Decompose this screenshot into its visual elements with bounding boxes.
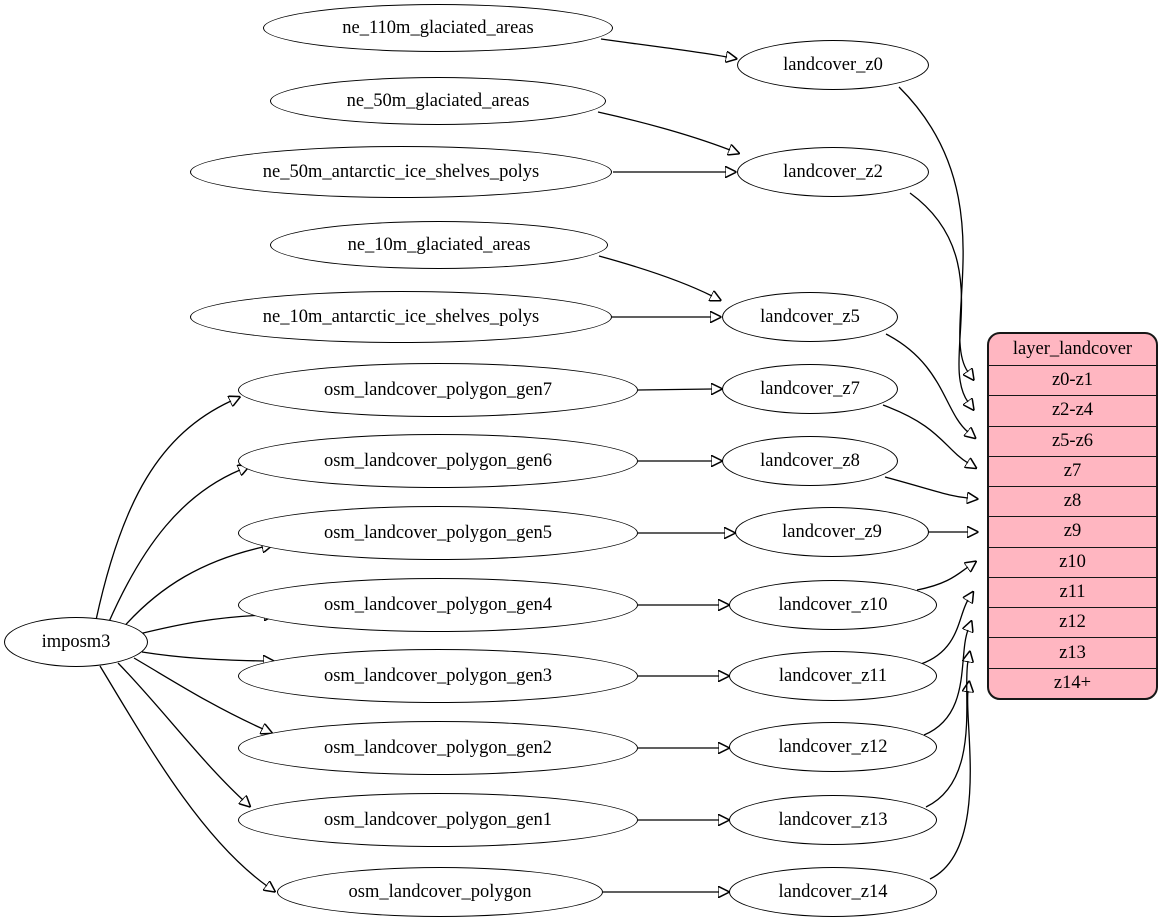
edge-imposm3-to-polygon (99, 665, 267, 886)
node-landcover-z5: landcover_z5 (722, 292, 898, 342)
table-row-z14plus: z14+ (1053, 672, 1092, 693)
node-landcover-z0: landcover_z0 (737, 40, 929, 90)
node-landcover-z10: landcover_z10 (729, 580, 937, 630)
node-landcover-z13: landcover_z13 (729, 795, 937, 845)
node-ne-50m-antarctic-ice-shelves-polys: ne_50m_antarctic_ice_shelves_polys (190, 146, 612, 198)
edge-imposm3-to-gen5 (120, 547, 263, 631)
edge-gen7-to-z7 (637, 389, 712, 390)
table-row-z11: z11 (989, 578, 1156, 609)
node-osm-landcover-polygon: osm_landcover_polygon (277, 867, 603, 917)
edge-ne110m-to-z0 (600, 38, 727, 57)
edge-imposm3-to-gen6 (107, 470, 240, 625)
table-row-z0-z1: z0-z1 (989, 366, 1156, 397)
edge-z0-to-row (898, 86, 968, 372)
table-row-z2-z4: z2-z4 (989, 396, 1156, 427)
node-ne-10m-glaciated-areas: ne_10m_glaciated_areas (270, 221, 608, 269)
edge-z11-to-row (920, 600, 968, 665)
node-landcover-z14: landcover_z14 (729, 867, 937, 917)
edge-z10-to-row (916, 567, 968, 591)
layer-landcover-table: layer_landcover z0-z1 z2-z4 z5-z6 z7 z8 … (987, 332, 1158, 700)
table-row-z10: z10 (989, 548, 1156, 578)
node-landcover-z7: landcover_z7 (722, 364, 898, 414)
node-landcover-z11: landcover_z11 (729, 651, 937, 701)
edge-z7-to-row (882, 404, 968, 463)
table-row-z7: z7 (989, 457, 1156, 488)
node-ne-10m-antarctic-ice-shelves-polys: ne_10m_antarctic_ice_shelves_polys (190, 291, 612, 343)
table-row-z13: z13 (989, 638, 1156, 669)
node-landcover-z9: landcover_z9 (735, 507, 929, 557)
edge-imposm3-to-gen1 (117, 662, 243, 800)
edge-z14-to-row (929, 691, 970, 880)
node-imposm3: imposm3 (4, 617, 148, 667)
node-osm-landcover-polygon-gen1: osm_landcover_polygon_gen1 (238, 793, 638, 847)
node-ne-110m-glaciated-areas: ne_110m_glaciated_areas (263, 4, 613, 52)
node-osm-landcover-polygon-gen7: osm_landcover_polygon_gen7 (238, 363, 638, 417)
edge-z13-to-row (925, 661, 968, 808)
edge-z12-to-row (923, 630, 968, 736)
edge-z2-to-row (909, 192, 968, 402)
node-osm-landcover-polygon-gen6: osm_landcover_polygon_gen6 (238, 434, 638, 488)
edge-ne50m-glaciated-to-z2 (597, 111, 730, 150)
table-row-z9: z9 (989, 517, 1156, 548)
node-osm-landcover-polygon-gen3: osm_landcover_polygon_gen3 (238, 649, 638, 703)
edge-imposm3-to-gen3 (141, 651, 264, 661)
edge-ne10m-glaciated-to-z5 (598, 255, 712, 296)
node-osm-landcover-polygon-gen5: osm_landcover_polygon_gen5 (238, 506, 638, 560)
node-osm-landcover-polygon-gen2: osm_landcover_polygon_gen2 (238, 721, 638, 775)
table-row-z5-z6: z5-z6 (989, 427, 1156, 457)
edge-imposm3-to-gen2 (133, 657, 263, 729)
node-osm-landcover-polygon-gen4: osm_landcover_polygon_gen4 (238, 578, 638, 632)
node-landcover-z2: landcover_z2 (737, 147, 929, 197)
table-title: layer_landcover (989, 334, 1156, 366)
node-landcover-z12: landcover_z12 (729, 722, 937, 772)
table-row-z12: z12 (989, 608, 1156, 639)
edge-imposm3-to-gen4 (138, 615, 265, 635)
edge-imposm3-to-gen7 (95, 401, 231, 621)
table-row-z8: z8 (989, 487, 1156, 518)
edge-z8-to-row (884, 476, 968, 498)
node-ne-50m-glaciated-areas: ne_50m_glaciated_areas (270, 77, 606, 125)
node-landcover-z8: landcover_z8 (722, 436, 898, 486)
edge-z5-to-row (885, 333, 968, 432)
